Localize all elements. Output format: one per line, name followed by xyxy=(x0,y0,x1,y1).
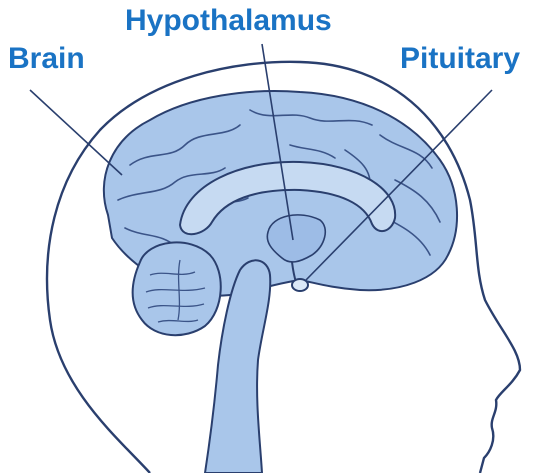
brain-label: Brain xyxy=(8,44,85,74)
pituitary-label: Pituitary xyxy=(400,44,520,74)
pituitary-gland xyxy=(292,279,308,291)
hypothalamus-label: Hypothalamus xyxy=(125,6,332,36)
